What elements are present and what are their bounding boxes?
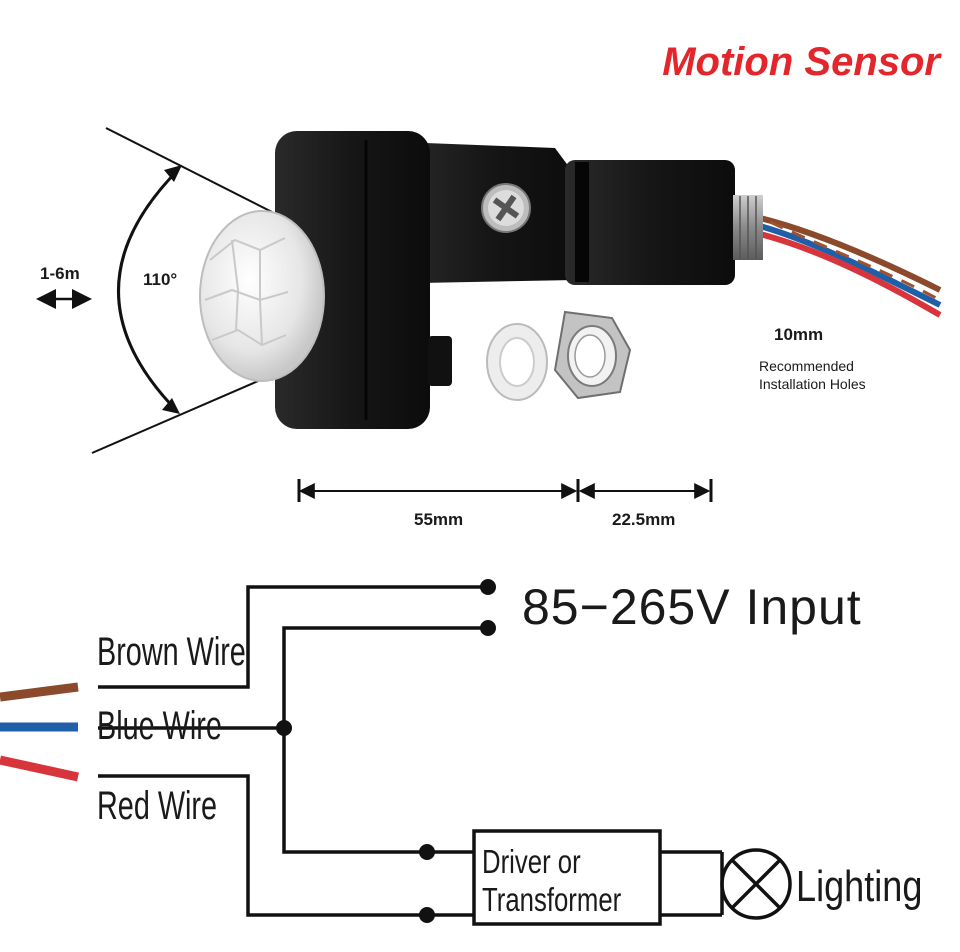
page-title: Motion Sensor [662, 40, 940, 84]
lamp-icon [720, 848, 792, 920]
red-wire-stub [0, 755, 79, 782]
sensor-mount [400, 142, 763, 285]
angle-arc-arrow-bottom [162, 398, 180, 414]
blue-wire-label: Blue Wire [97, 704, 222, 748]
driver-label-line1: Driver or [482, 843, 581, 880]
hex-nut-icon [553, 310, 632, 400]
driver-box [472, 829, 662, 926]
sensor-wires [759, 215, 942, 318]
wiring-diagram [0, 585, 792, 926]
body-length-label: 55mm [414, 510, 464, 529]
lighting-label: Lighting [796, 862, 923, 911]
angle-arc [117, 168, 180, 412]
input-voltage-label: 85−265V Input [522, 579, 862, 635]
detection-range-label: 1-6m [40, 264, 80, 283]
install-note-line2: Installation Holes [759, 376, 866, 392]
hole-size-label: 10mm [774, 325, 824, 344]
install-note-line1: Recommended [759, 358, 854, 374]
red-wire-label: Red Wire [97, 784, 218, 828]
sensor-body [275, 131, 452, 429]
detection-line-top [105, 127, 273, 213]
screw-icon [481, 183, 531, 233]
brown-wire-stub [0, 682, 79, 702]
driver-label-line2: Transformer [482, 881, 622, 918]
detection-line-bottom [91, 374, 273, 454]
dimension-lines [297, 479, 713, 502]
thread-length-label: 22.5mm [612, 510, 676, 529]
pir-dome-icon [199, 210, 325, 382]
brown-wire-label: Brown Wire [97, 630, 246, 674]
detection-angle-label: 110° [143, 270, 178, 289]
washer-icon [486, 323, 548, 401]
junction-dots [276, 579, 496, 923]
angle-arc-arrow-top [164, 165, 182, 182]
